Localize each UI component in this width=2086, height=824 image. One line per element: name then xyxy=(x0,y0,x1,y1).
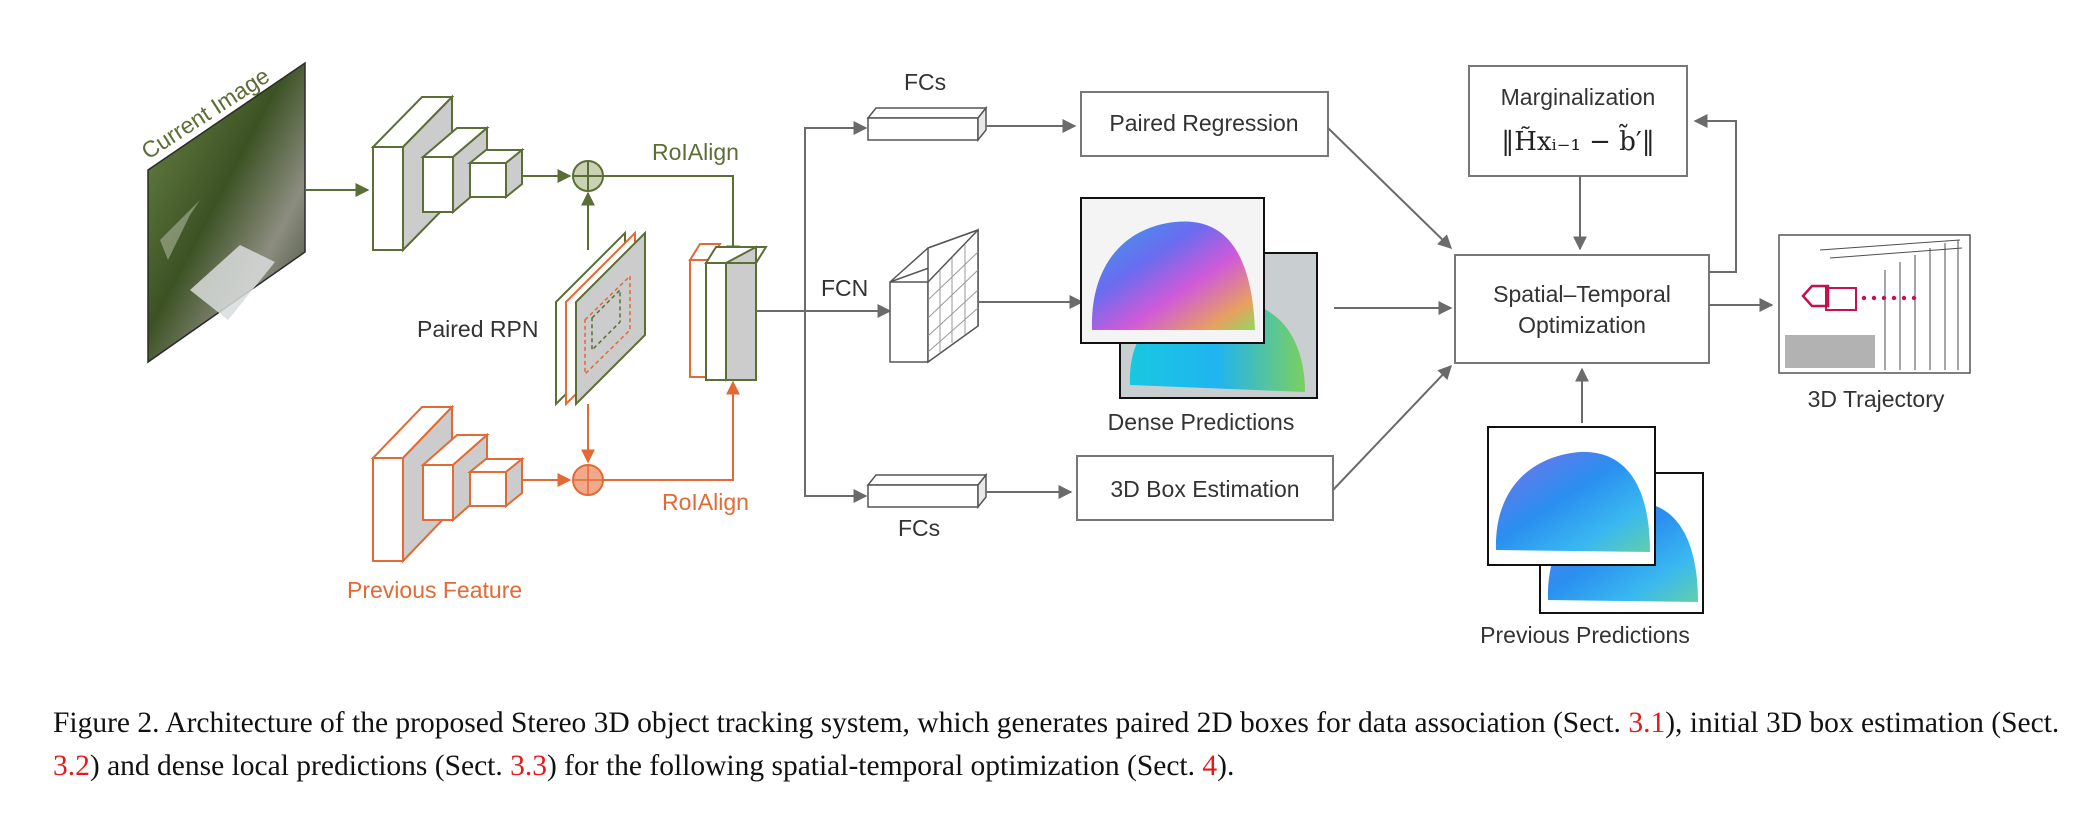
fcs-bottom-label: FCs xyxy=(898,515,940,541)
box-estimation-box: 3D Box Estimation xyxy=(1076,455,1334,521)
previous-predictions-images xyxy=(1487,426,1704,614)
fcs-top-label: FCs xyxy=(904,69,946,95)
fcn-block xyxy=(889,228,979,364)
dense-predictions-label: Dense Predictions xyxy=(1108,409,1295,435)
marginalization-label: Marginalization xyxy=(1501,84,1656,110)
caption-ref-3-1[interactable]: 3.1 xyxy=(1628,707,1666,739)
previous-backbone xyxy=(370,404,525,564)
current-image xyxy=(147,61,306,364)
paired-regression-label: Paired Regression xyxy=(1109,110,1298,136)
orange-concat-node xyxy=(572,464,604,496)
marginalization-box: Marginalization ‖H̃xᵢ₋₁ − b̃′‖ xyxy=(1468,65,1688,177)
dense-predictions-images xyxy=(1080,197,1318,399)
box-estimation-label: 3D Box Estimation xyxy=(1110,476,1299,502)
roi-features xyxy=(688,243,768,382)
previous-predictions-label: Previous Predictions xyxy=(1480,622,1690,648)
optimization-box: Spatial–Temporal Optimization xyxy=(1454,254,1710,364)
roialign-top-label: RoIAlign xyxy=(652,139,739,165)
caption-text-3: ) and dense local predictions (Sect. xyxy=(89,750,511,782)
paired-regression-box: Paired Regression xyxy=(1080,91,1329,157)
fcs-top-block xyxy=(866,105,988,143)
current-backbone xyxy=(370,94,525,253)
paired-rpn-label: Paired RPN xyxy=(417,316,538,342)
green-concat-node xyxy=(572,160,604,192)
fcs-bottom-block xyxy=(866,472,988,510)
trajectory-image xyxy=(1778,234,1971,374)
previous-feature-label: Previous Feature xyxy=(347,577,522,603)
roialign-bottom-label: RoIAlign xyxy=(662,489,749,515)
caption-text-2: ), initial 3D box estimation (Sect. xyxy=(1665,707,2060,739)
optimization-label-line1: Spatial–Temporal xyxy=(1493,281,1671,307)
caption-ref-3-2[interactable]: 3.2 xyxy=(53,750,90,782)
trajectory-label: 3D Trajectory xyxy=(1808,386,1945,412)
caption-text-5: ). xyxy=(1217,750,1235,782)
caption-text-4: ) for the following spatial-temporal opt… xyxy=(546,750,1203,782)
caption-text-1: Figure 2. Architecture of the proposed S… xyxy=(53,707,1629,739)
marginalization-formula: ‖H̃xᵢ₋₁ − b̃′‖ xyxy=(1501,123,1655,157)
paired-rpn xyxy=(555,230,646,407)
fcn-label: FCN xyxy=(821,275,868,301)
caption-ref-4[interactable]: 4 xyxy=(1202,750,1218,782)
caption-ref-3-3[interactable]: 3.3 xyxy=(510,750,547,782)
figure-caption: Figure 2. Architecture of the proposed S… xyxy=(53,702,2063,788)
optimization-label-line2: Optimization xyxy=(1518,312,1646,338)
architecture-diagram: Current Image RoIAlign Paired RPN xyxy=(137,61,1971,648)
